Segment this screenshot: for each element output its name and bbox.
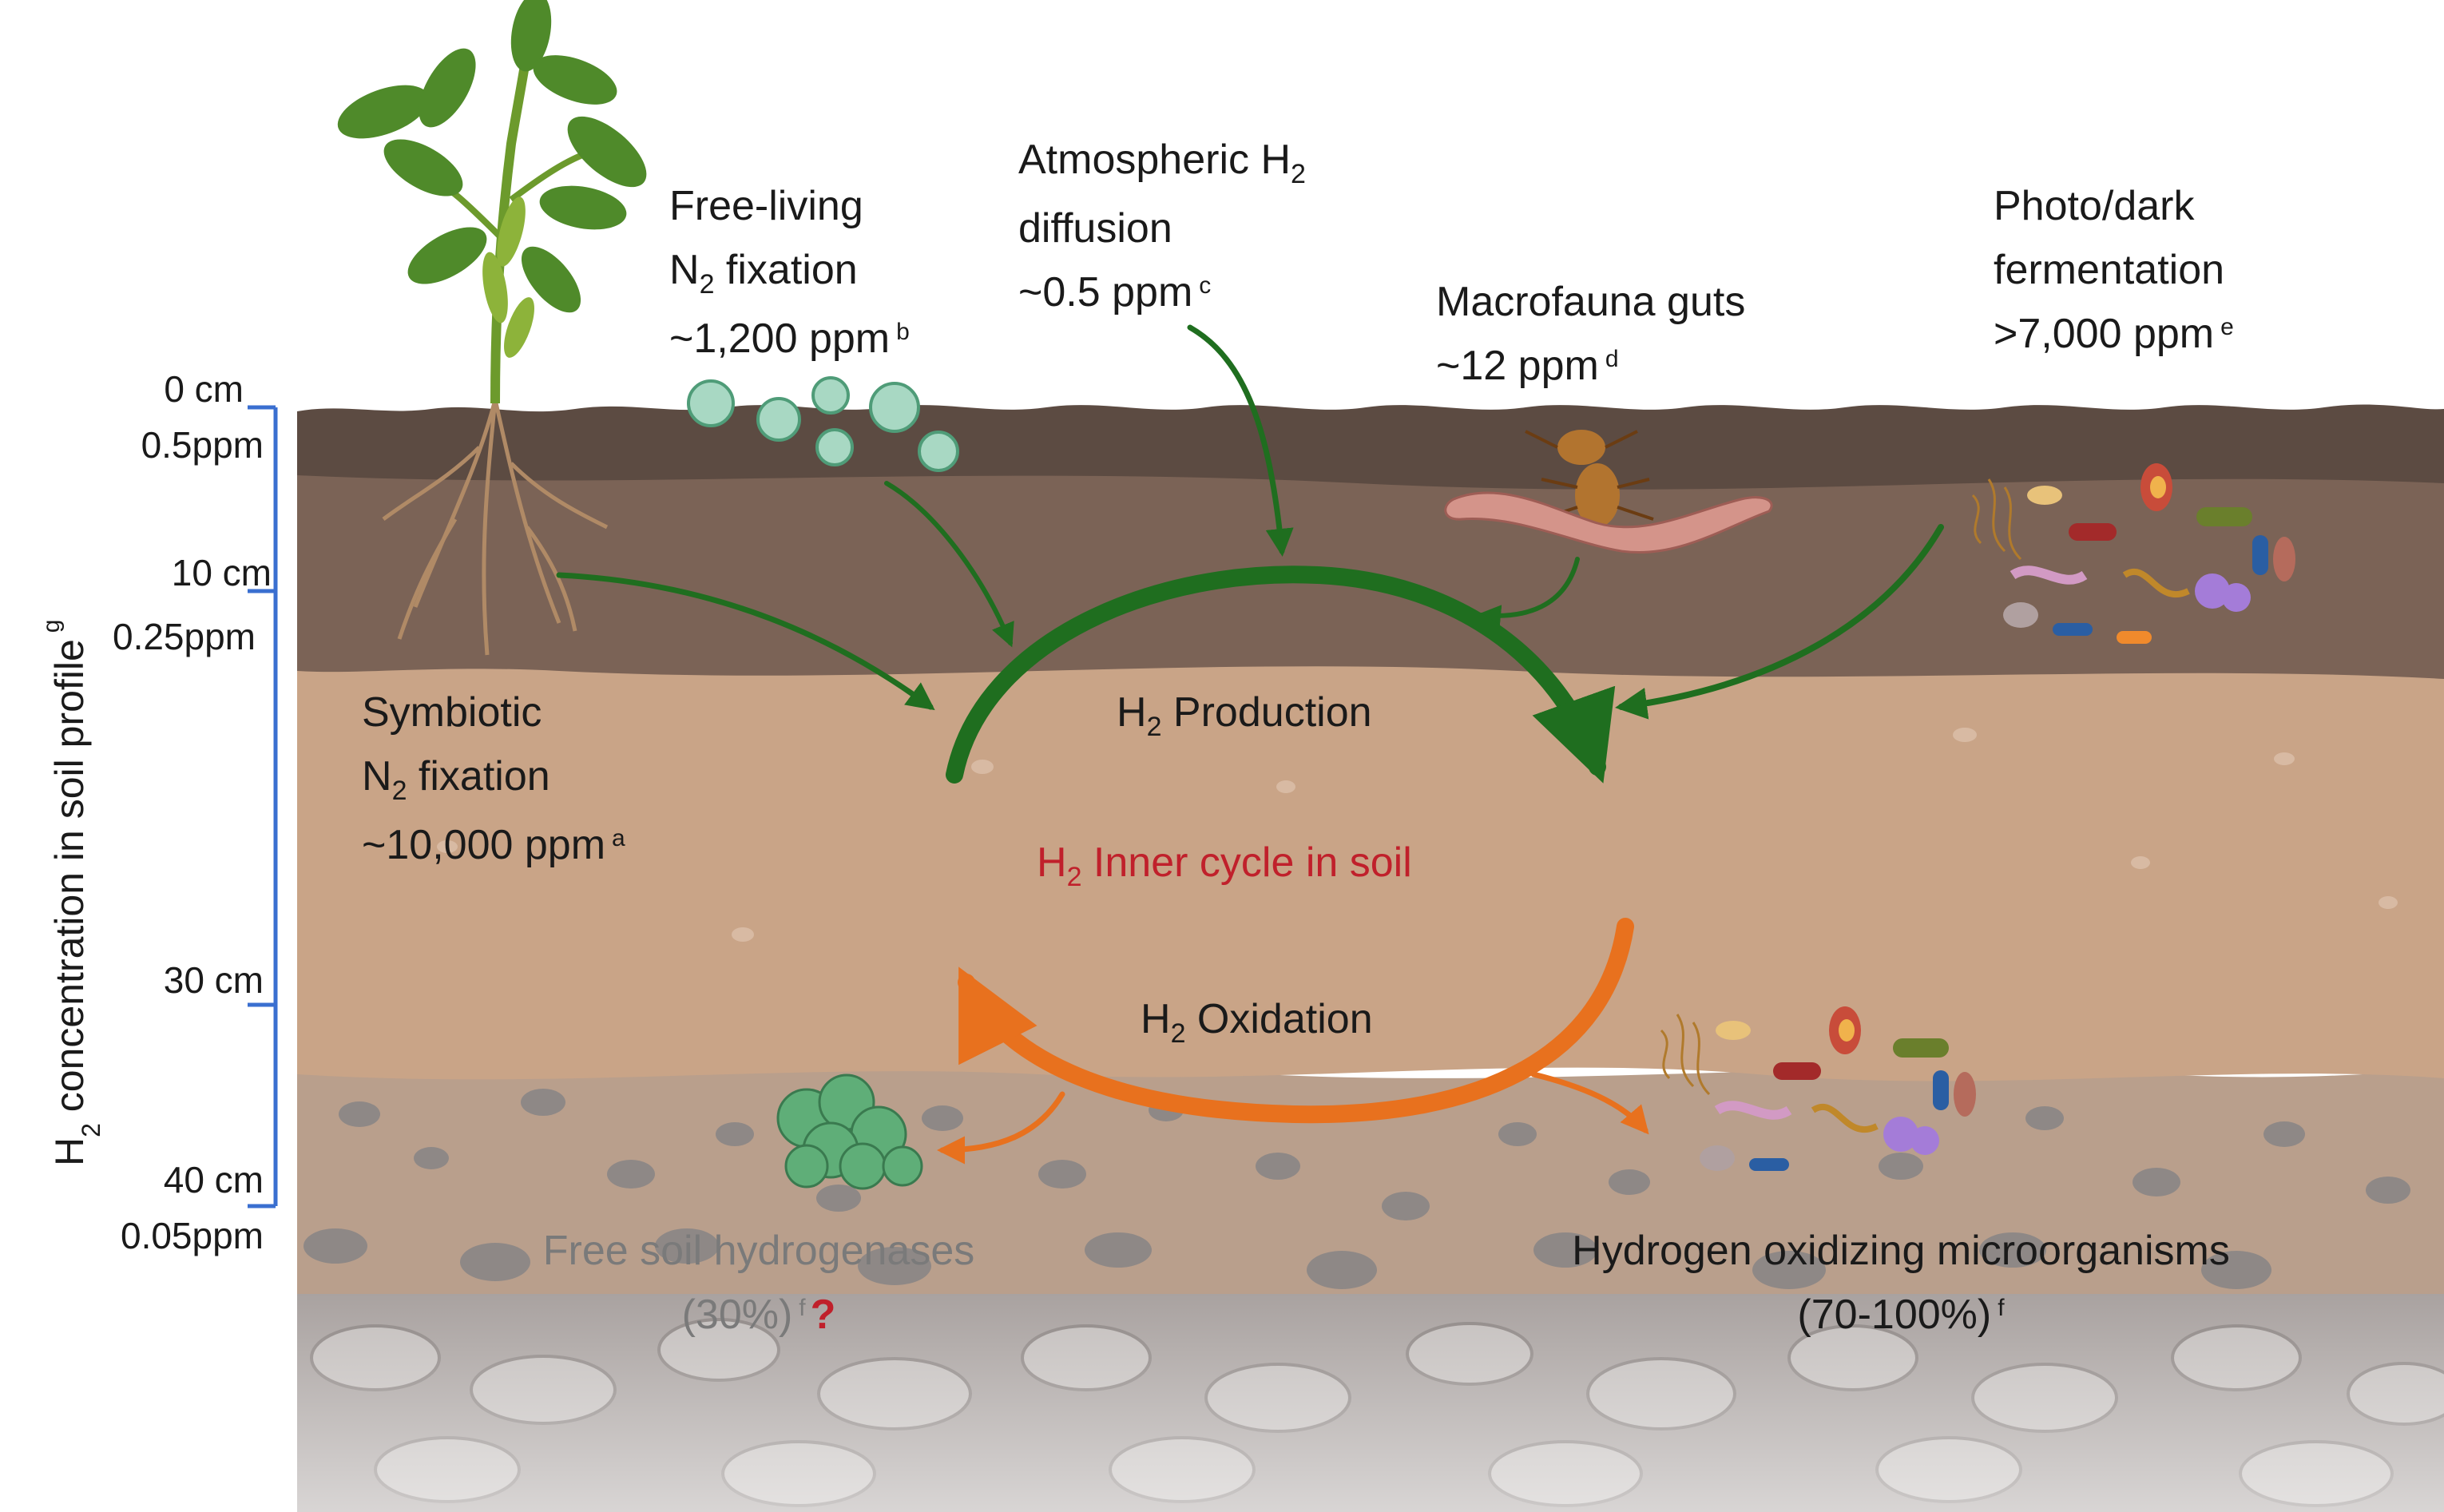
oxidation-arrows [937,918,1649,1165]
microbe-cluster-icon [1660,1006,1976,1171]
depth-scale-bar [248,405,278,1208]
subsoil-layer [297,655,2444,1081]
soil-speckles [437,728,2398,942]
gravel-stones [304,1089,2410,1289]
conc-40-label: 0.05ppm [120,1215,264,1256]
hydrogen-oxidizing-microorganisms-label: Hydrogen oxidizing microorganisms (70-10… [1572,1228,2230,1338]
earthworm-icon [1444,491,1773,554]
cyanobacteria-icon [687,376,959,472]
microbe-cluster-icon [1971,463,2295,644]
termite-icon [1525,430,1654,527]
depth-30-label: 30 cm [163,959,264,1001]
h2-oxidation-label: H2 Oxidation [1141,996,1373,1049]
depth-0-label: 0 cm [164,368,244,410]
soybean-plant-icon [337,0,647,656]
bottom-fade [297,1294,2444,1512]
conc-0-label: 0.5ppm [141,424,264,466]
conc-10-label: 0.25ppm [112,616,256,657]
h2-inner-cycle-label: H2 Inner cycle in soil [1037,839,1412,892]
symbiotic-arrow [556,572,935,711]
to-hydrogenases-arrow [937,1091,1065,1165]
atmospheric-arrow [1187,324,1294,557]
production-cycle-arrow [946,566,1616,784]
topsoil-surface-layer [297,404,2444,490]
hydrogenase-protein-icon [776,1073,923,1190]
depth-40-label: 40 cm [163,1159,264,1200]
fermentation-arrow [1615,524,1944,720]
free-living-arrow [884,481,1014,648]
free-hydrogenases-label: Free soil hydrogenases (30%)f? [542,1228,975,1338]
h2-production-label: H2 Production [1117,689,1372,742]
production-arrows [556,324,1944,784]
depth-10-label: 10 cm [171,552,272,593]
macrofauna-arrow [1477,557,1580,629]
concentration-axis-title: H2 concentration in soil profileg [38,619,105,1167]
oxidation-cycle-arrow [958,918,1634,1124]
to-microorganisms-arrow [1530,1071,1649,1135]
